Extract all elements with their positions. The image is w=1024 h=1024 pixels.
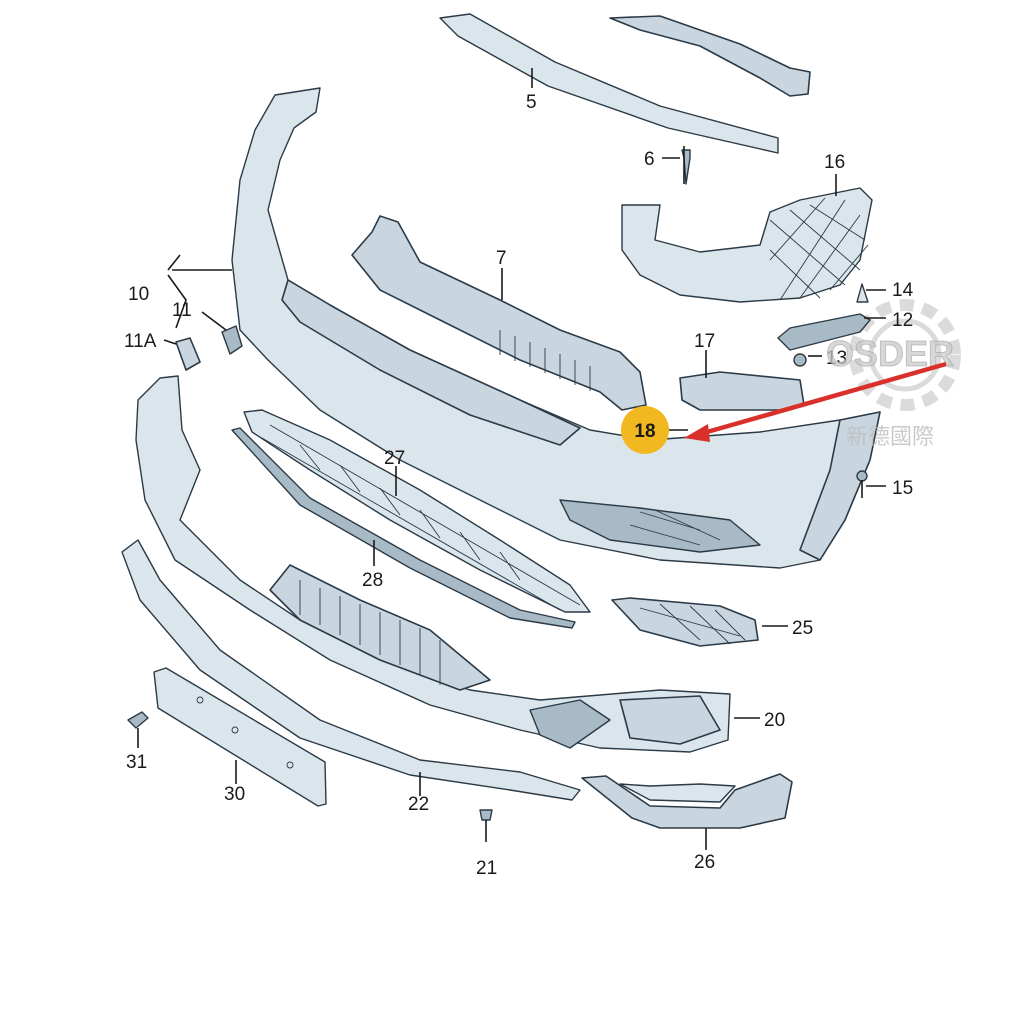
part-11-plug: [221, 325, 243, 355]
callout-11a: 11A: [124, 331, 157, 352]
highlight-badge: [621, 406, 669, 454]
part-12-trim-strip: [777, 313, 871, 351]
callout-14: 14: [892, 280, 914, 301]
callout-15: 15: [892, 478, 913, 499]
callout-10: 10: [128, 284, 149, 305]
part-5-crossmember: [439, 13, 811, 154]
part-14-clip: [856, 283, 869, 303]
callout-12: 12: [892, 310, 913, 331]
part-7-bracket: [351, 215, 647, 411]
part-20-lower-grille: [135, 375, 731, 753]
callout-5: 5: [526, 92, 537, 113]
part-31-clip: [127, 711, 149, 729]
part-13-nut: [793, 353, 807, 367]
callout-27: 27: [384, 448, 405, 469]
part-17-bracket: [679, 371, 805, 411]
part-27-upper-grille: [243, 409, 591, 613]
callout-13: 13: [826, 348, 847, 369]
part-30-plate-holder: [153, 667, 327, 807]
part-15-screw: [856, 470, 868, 498]
part-10-bumper-cover: [231, 87, 881, 569]
leader-lines: [137, 68, 886, 850]
part-11a-cap: [175, 337, 201, 371]
part-26-fog-trim: [581, 773, 793, 829]
callout-22: 22: [408, 794, 429, 815]
highlight-arrow-head-icon: [684, 424, 710, 442]
callout-16: 16: [824, 152, 845, 173]
watermark-cjk: 新德國際: [846, 425, 934, 450]
highlight-arrow: [699, 361, 947, 437]
part-16-grille-frame: [621, 187, 873, 303]
callout-25: 25: [792, 618, 813, 639]
watermark-gear-icon: [849, 299, 961, 411]
callout-7: 7: [496, 248, 507, 269]
callout-30: 30: [224, 784, 245, 805]
part-25-fog-grille: [611, 597, 759, 647]
callout-31: 31: [126, 752, 147, 773]
part-21-screw: [479, 809, 493, 842]
callout-26: 26: [694, 852, 715, 873]
callout-labels: 5 6 7 10 11 11A 12 13 14 15 16 17 20 21 …: [124, 92, 914, 879]
callout-11: 11: [172, 300, 192, 321]
callout-20: 20: [764, 710, 785, 731]
callout-21: 21: [476, 858, 497, 879]
highlight-part-18: 18: [621, 361, 947, 454]
callout-6: 6: [644, 149, 655, 170]
callout-18: 18: [634, 421, 655, 442]
part-22-spoiler-lip: [121, 539, 581, 801]
callout-28: 28: [362, 570, 383, 591]
callout-17: 17: [694, 331, 715, 352]
